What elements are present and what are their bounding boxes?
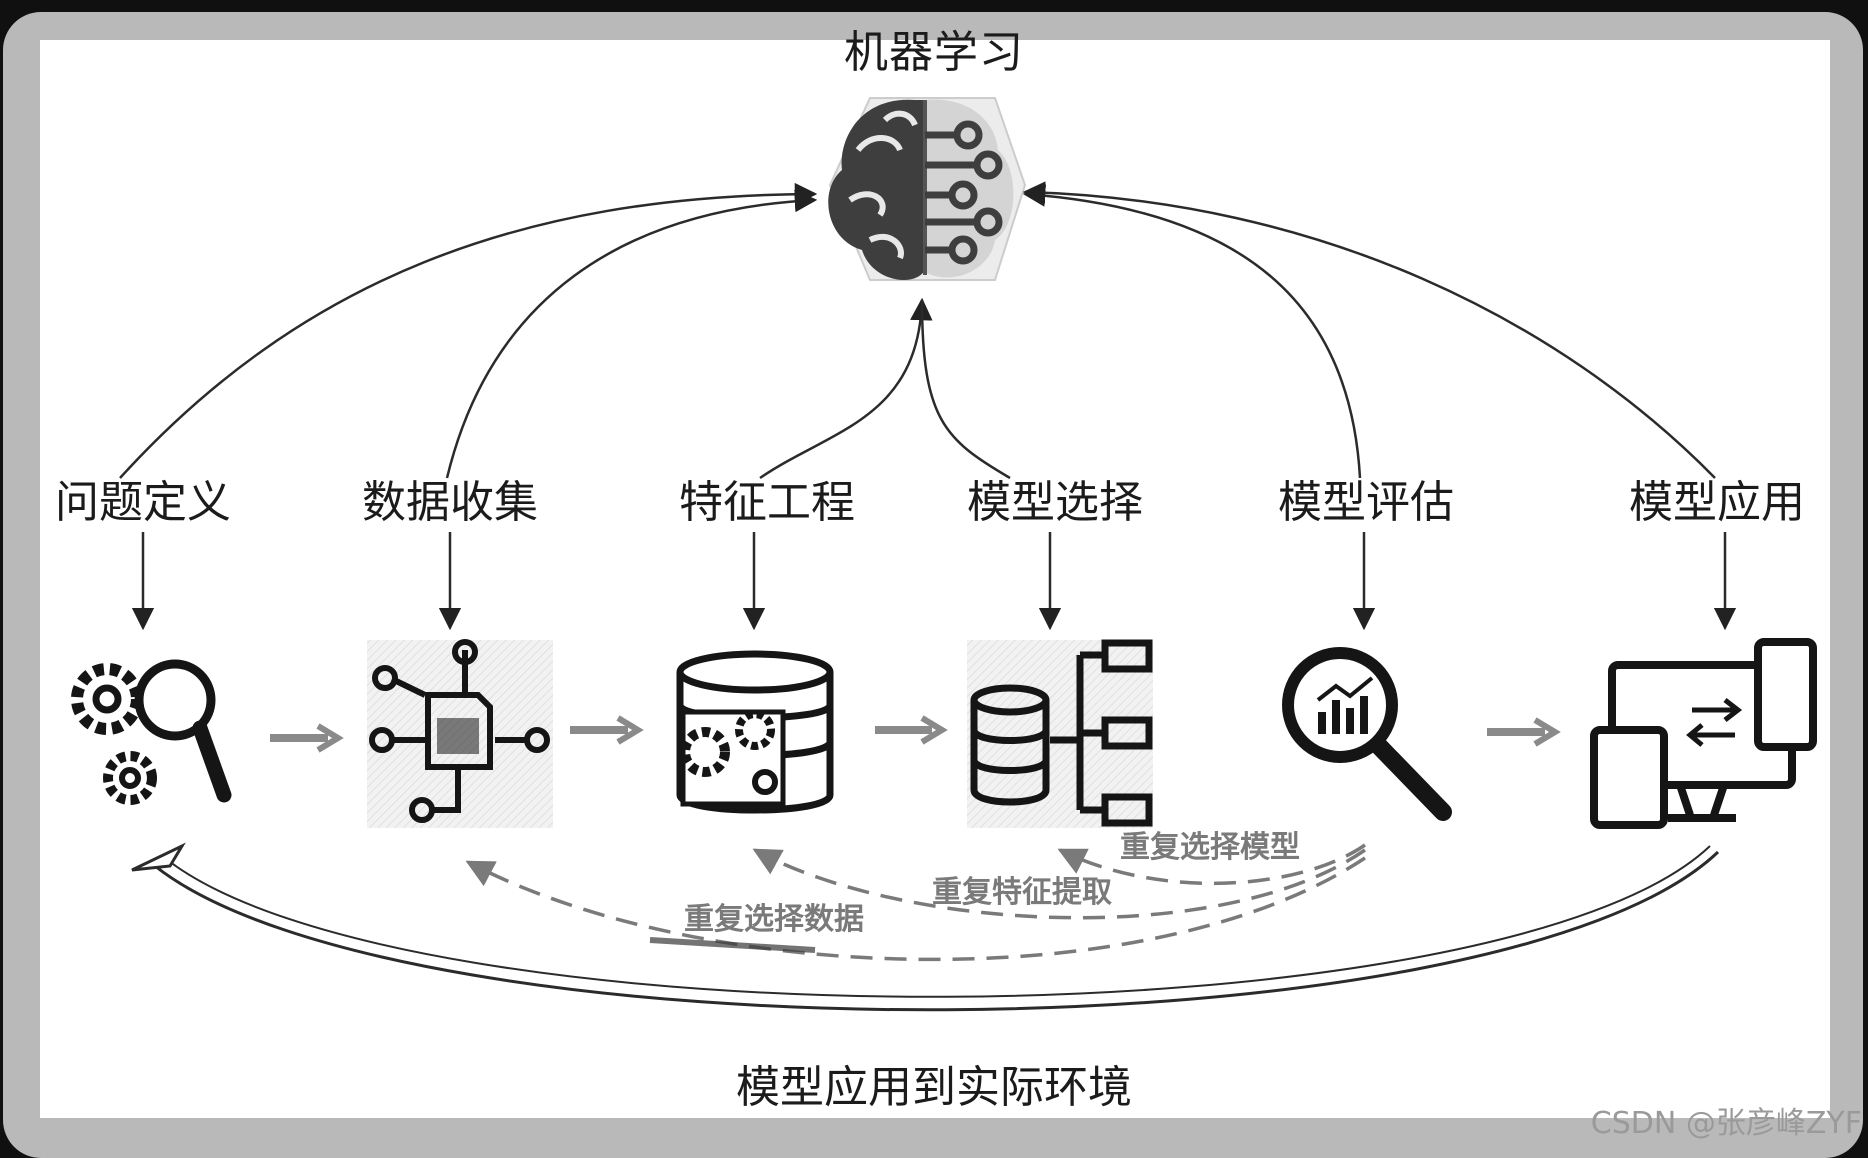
flow-arrows bbox=[270, 715, 1561, 753]
step-label-problem-definition: 问题定义 bbox=[55, 477, 231, 528]
gears-magnifier-icon bbox=[71, 659, 232, 805]
step-label-model-evaluation: 模型评估 bbox=[1278, 477, 1454, 528]
deploy-return-arrow bbox=[131, 842, 1720, 1012]
watermark: CSDN @张彦峰ZYF bbox=[1590, 1106, 1862, 1141]
loop-label-reselect-data: 重复选择数据 bbox=[684, 902, 864, 937]
chart-magnifier-icon bbox=[1282, 647, 1452, 821]
step-label-data-collection: 数据收集 bbox=[362, 477, 538, 528]
diagram-center-title: 机器学习 bbox=[844, 27, 1024, 78]
arrows-to-center bbox=[119, 181, 1716, 480]
down-arrows bbox=[131, 532, 1737, 631]
step-label-feature-engineering: 特征工程 bbox=[679, 477, 855, 528]
ink-smudge bbox=[649, 937, 816, 953]
database-tree-icon bbox=[967, 639, 1153, 828]
step-label-model-application: 模型应用 bbox=[1629, 477, 1805, 528]
database-gears-icon bbox=[676, 650, 834, 814]
data-collection-icon bbox=[367, 639, 553, 828]
loop-label-refeature: 重复特征提取 bbox=[932, 875, 1112, 910]
brain-icon bbox=[828, 97, 1027, 281]
loop-label-reselect-model: 重复选择模型 bbox=[1120, 830, 1300, 865]
diagram-bottom-title: 模型应用到实际环境 bbox=[736, 1062, 1132, 1113]
step-label-model-selection: 模型选择 bbox=[967, 477, 1143, 528]
devices-icon bbox=[1590, 638, 1817, 829]
feedback-loops bbox=[465, 843, 1366, 962]
